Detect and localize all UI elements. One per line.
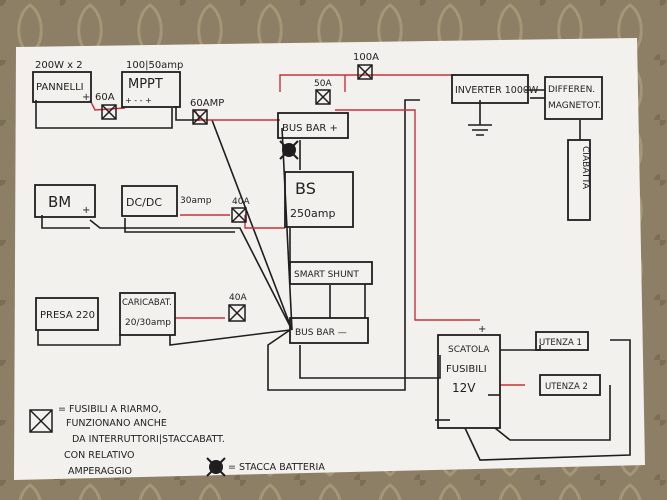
dcdc-rating: 30amp <box>180 196 212 206</box>
legend-switch-text: = STACCA BATTERIA <box>228 462 325 473</box>
fuse-100a-label: 100A <box>353 52 379 63</box>
utenza2-label: UTENZA 2 <box>545 382 588 392</box>
utenza1-label: UTENZA 1 <box>539 338 582 348</box>
bm-label: BM <box>48 193 71 211</box>
differenziale-box <box>544 76 603 120</box>
bm-plus: + <box>82 205 90 216</box>
fuse-60amp-label: 60AMP <box>190 98 224 109</box>
mppt-box <box>121 71 181 108</box>
bs-line2: 250amp <box>290 207 335 220</box>
smart-shunt-box <box>289 261 373 285</box>
scatola-line1: SCATOLA <box>448 345 490 355</box>
fuse-60amp <box>192 109 208 125</box>
dcdc-label: DC/DC <box>126 196 162 209</box>
dcdc-box <box>121 185 178 217</box>
legend-fuse-line1: = FUSIBILI A RIARMO, <box>58 404 161 415</box>
mppt-title: 100|50amp <box>126 60 183 71</box>
legend-fuse-line3: DA INTERRUTTORI|STACCABATT. <box>72 434 225 445</box>
busbar-pos-box <box>277 112 349 139</box>
fuse-50a-label: 50A <box>314 79 332 89</box>
differenziale-line1: DIFFEREN. <box>548 85 595 95</box>
presa-box <box>35 297 99 331</box>
busbar-neg-box <box>289 317 369 344</box>
inverter-box <box>451 74 529 104</box>
differenziale-line2: MAGNETOT. <box>548 101 601 111</box>
legend-fuse-line2: FUNZIONANO ANCHE <box>66 418 167 429</box>
scatola-plus: + <box>478 324 486 335</box>
fuse-100a <box>357 64 373 80</box>
mppt-terms: + - - + <box>125 96 152 105</box>
busbar-neg-label: BUS BAR — <box>295 328 347 338</box>
fuse-60a <box>101 104 117 120</box>
legend-switch-symbol <box>206 457 226 477</box>
fuse-40a-bottom <box>228 304 246 322</box>
busbar-pos-label: BUS BAR + <box>282 123 338 134</box>
mppt-label: MPPT <box>128 77 163 92</box>
smart-shunt-label: SMART SHUNT <box>294 270 359 280</box>
paper-sheet <box>14 38 645 480</box>
ciabatta-box <box>567 139 591 221</box>
ciabatta-label: CIABATTA <box>580 146 590 190</box>
black-wires <box>35 89 631 461</box>
caricabatt-box <box>119 292 176 336</box>
pannelli-label: PANNELLI <box>36 82 84 93</box>
pannelli-box <box>32 71 92 103</box>
fuse-40a-top-label: 40A <box>232 197 250 207</box>
scatola-box <box>437 334 501 429</box>
bs-box <box>284 171 354 228</box>
caricabatt-line1: CARICABAT. <box>122 298 172 308</box>
inverter-label: INVERTER 1000W <box>455 85 539 96</box>
bm-box <box>34 184 96 218</box>
utenza2-box <box>539 374 601 396</box>
fuse-50a <box>315 89 331 105</box>
fuse-40a-top <box>231 207 247 223</box>
red-wires <box>89 74 525 386</box>
presa-label: PRESA 220 <box>40 310 95 321</box>
scatola-line2: FUSIBILI <box>446 364 487 375</box>
legend-fuse-line5: AMPERAGGIO <box>68 466 132 477</box>
pannelli-title: 200W x 2 <box>35 60 83 71</box>
caricabatt-line2: 20/30amp <box>125 318 171 328</box>
stacca-batteria-switch <box>279 140 299 160</box>
legend-fuse-line4: CON RELATIVO <box>64 450 135 461</box>
fuse-40a-bottom-label: 40A <box>229 293 247 303</box>
scatola-line3: 12V <box>452 381 476 395</box>
utenza1-box <box>535 331 589 351</box>
pannelli-plus: + <box>82 92 90 103</box>
legend-fuse-symbol <box>29 409 53 433</box>
bs-line1: BS <box>295 179 316 198</box>
fuse-60a-label: 60A <box>95 92 115 103</box>
